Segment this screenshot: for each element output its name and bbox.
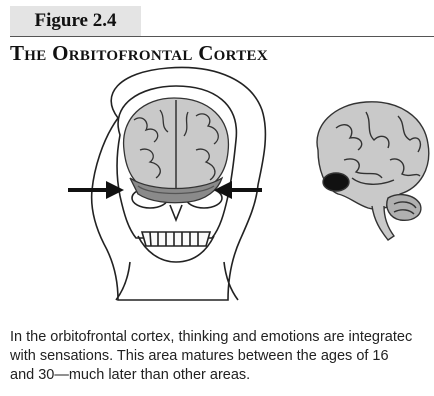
front-brain (124, 98, 229, 203)
figure-caption: In the orbitofrontal cortex, thinking an… (10, 328, 434, 385)
caption-line: In the orbitofrontal cortex, thinking an… (10, 328, 434, 347)
caption-line: and 30—much later than other areas. (10, 366, 434, 385)
illustration-area (0, 0, 434, 320)
side-brain-illustration (317, 102, 429, 240)
caption-line: with sensations. This area matures betwe… (10, 347, 434, 366)
